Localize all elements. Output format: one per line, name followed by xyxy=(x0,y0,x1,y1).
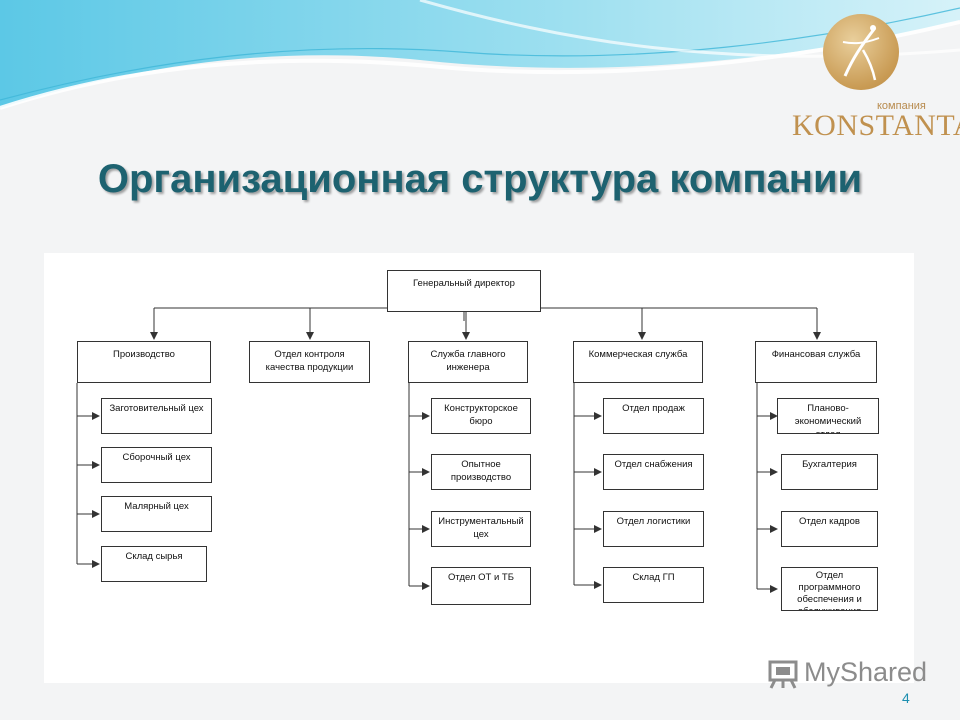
unit-assembly-shop: Сборочный цех xyxy=(101,447,212,483)
unit-raw-warehouse: Склад сырья xyxy=(101,546,207,582)
company-logo: компания KONSTANTA xyxy=(790,12,960,142)
logo-emblem-icon xyxy=(823,14,899,90)
unit-accounting: Бухгалтерия xyxy=(781,454,878,490)
unit-paint-shop: Малярный цех xyxy=(101,496,212,532)
myshared-icon xyxy=(768,660,798,689)
unit-safety-dept: Отдел ОТ и ТБ xyxy=(431,567,531,605)
logo-subtitle: компания xyxy=(877,100,926,112)
page-number: 4 xyxy=(902,690,910,706)
node-root: Генеральный директор xyxy=(387,270,541,312)
unit-sales: Отдел продаж xyxy=(603,398,704,434)
unit-logistics: Отдел логистики xyxy=(603,511,704,547)
unit-software-service: Отдел программного обеспечения и обслужи… xyxy=(781,567,878,611)
unit-tool-shop: Инструментальный цех xyxy=(431,511,531,547)
dept-finance: Финансовая служба xyxy=(755,341,877,383)
logo-wordmark: KONSTANTA xyxy=(792,109,960,142)
slide-title: Организационная структура компании xyxy=(97,157,863,201)
unit-planning-economic: Планово-экономический отдел xyxy=(777,398,879,434)
unit-design-bureau: Конструкторское бюро xyxy=(431,398,531,434)
unit-blank-shop: Заготовительный цех xyxy=(101,398,212,434)
unit-pilot-production: Опытное производство xyxy=(431,454,531,490)
dept-commercial: Коммерческая служба xyxy=(573,341,703,383)
org-chart: Генеральный директор Производство Отдел … xyxy=(44,253,914,683)
dept-quality-control: Отдел контроля качества продукции xyxy=(249,341,370,383)
dept-chief-engineer: Служба главного инженера xyxy=(408,341,528,383)
unit-supply: Отдел снабжения xyxy=(603,454,704,490)
dept-production: Производство xyxy=(77,341,211,383)
watermark-text: MyShared xyxy=(804,657,928,687)
unit-finished-goods-warehouse: Склад ГП xyxy=(603,567,704,603)
wave-decoration xyxy=(0,0,960,110)
unit-hr: Отдел кадров xyxy=(781,511,878,547)
